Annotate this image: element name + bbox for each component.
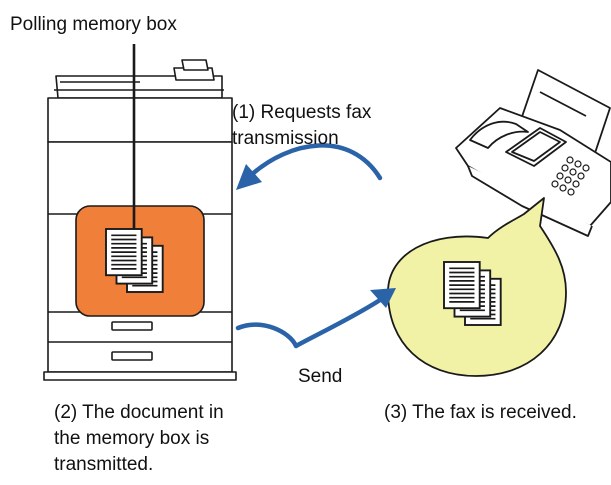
request-label: (1) Requests fax transmission bbox=[232, 100, 371, 152]
transmitted-label-line-3: transmitted. bbox=[54, 454, 154, 475]
received-label: (3) The fax is received. bbox=[384, 402, 577, 423]
transmitted-label-line-1: (2) The document in bbox=[54, 402, 224, 423]
fax-machine-icon bbox=[455, 69, 611, 237]
curved-arrow-icon bbox=[236, 143, 383, 190]
polling-box-label: Polling memory box bbox=[10, 14, 177, 35]
curved-arrow-icon bbox=[235, 288, 396, 349]
send-label: Send bbox=[298, 366, 343, 387]
request-label-line-2: transmission bbox=[232, 128, 339, 149]
request-label-line-1: (1) Requests fax bbox=[232, 102, 372, 123]
transmitted-label-line-2: the memory box is bbox=[54, 428, 210, 449]
transmitted-label: (2) The document in the memory box is tr… bbox=[54, 400, 224, 478]
